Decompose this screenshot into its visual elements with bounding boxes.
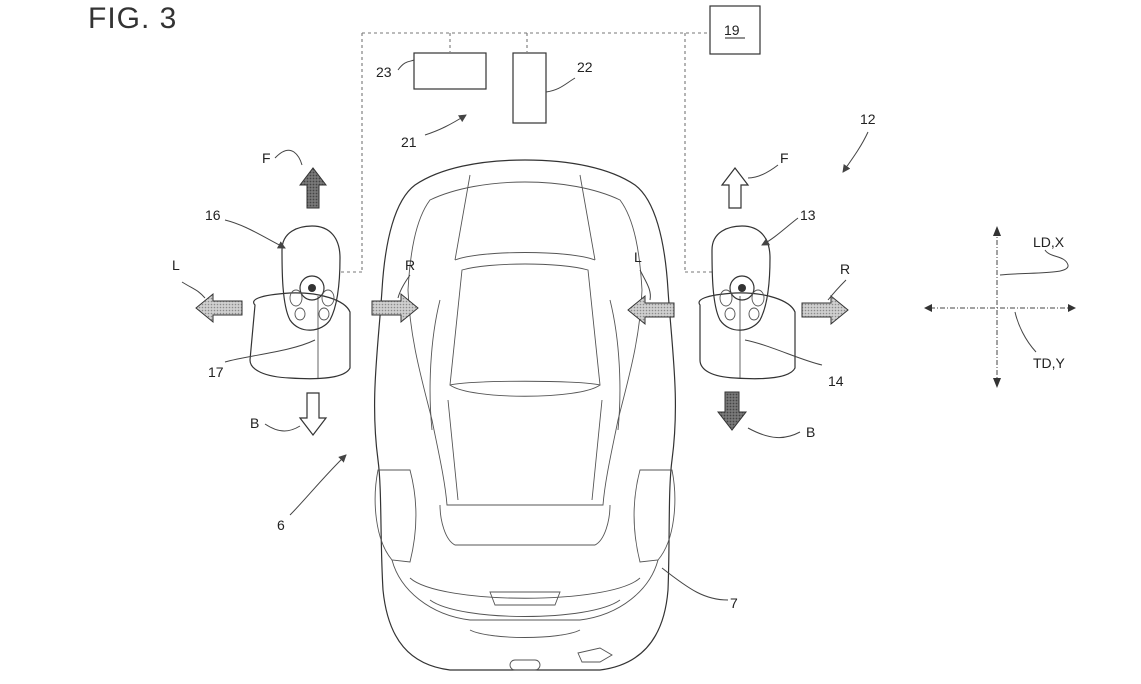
ref-21: 21 (401, 114, 467, 150)
ref-6-label: 6 (277, 517, 285, 533)
ref-23-label: 23 (376, 64, 392, 80)
ref-14-label: 14 (828, 373, 844, 389)
right-joystick: 13 14 (698, 207, 844, 389)
axis-ld-x-label: LD,X (1033, 234, 1065, 250)
left-arrow-left: L (172, 257, 243, 324)
right-backward-label: B (806, 424, 815, 440)
ref-6: 6 (277, 454, 347, 533)
right-arrow-left: L (627, 249, 675, 326)
vehicle-outline (373, 159, 677, 671)
axis-td-y-label: TD,Y (1033, 355, 1066, 371)
axis-indicator: LD,X TD,Y (924, 226, 1076, 388)
ref-12-label: 12 (860, 111, 876, 127)
ref-13-label: 13 (800, 207, 816, 223)
left-right-label: R (405, 257, 415, 273)
box-22: 22 (512, 52, 593, 124)
right-arrow-right: R (801, 261, 850, 326)
ref-21-label: 21 (401, 134, 417, 150)
ref-7-label: 7 (730, 595, 738, 611)
ref-7: 7 (661, 567, 738, 611)
ref-17-label: 17 (208, 364, 224, 380)
right-left-label: L (634, 249, 642, 265)
right-arrow-backward: B (716, 391, 815, 440)
ref-16-label: 16 (205, 207, 221, 223)
left-joystick: 16 17 (205, 207, 351, 380)
ref-19-label: 19 (724, 22, 740, 38)
right-right-label: R (840, 261, 850, 277)
left-arrow-right: R (371, 257, 419, 324)
left-arrow-forward: F (262, 149, 328, 209)
signal-connections (340, 32, 712, 273)
left-arrow-backward: B (250, 392, 328, 436)
left-forward-label: F (262, 150, 271, 166)
box-23: 23 (376, 52, 487, 90)
figure-title: FIG. 3 (88, 2, 178, 35)
box-19: 19 (709, 5, 761, 55)
right-arrow-forward: F (720, 150, 789, 209)
ref-22-label: 22 (577, 59, 593, 75)
ref-12: 12 (842, 111, 876, 173)
right-forward-label: F (780, 150, 789, 166)
left-backward-label: B (250, 415, 259, 431)
left-left-label: L (172, 257, 180, 273)
